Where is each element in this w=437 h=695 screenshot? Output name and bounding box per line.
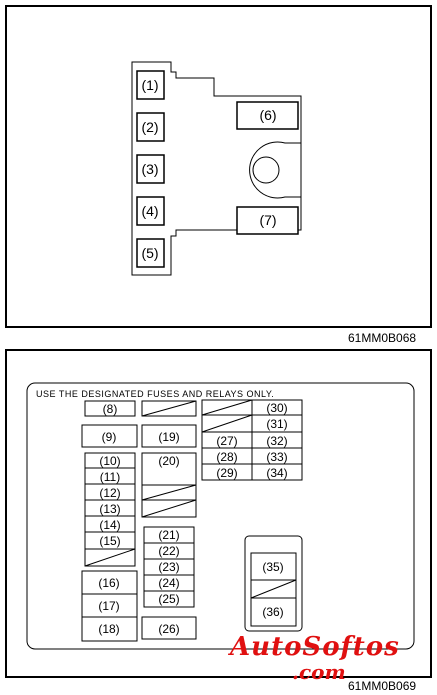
svg-text:(32): (32) — [266, 434, 287, 448]
fuse-5: (5) — [136, 238, 165, 268]
fuse-6: (6) — [236, 101, 299, 130]
svg-text:(2): (2) — [141, 119, 158, 135]
mounting-hole — [252, 156, 280, 184]
mounting-bracket — [249, 141, 301, 199]
svg-text:(22): (22) — [158, 544, 179, 558]
bottom-diagram-code: 61MM0B069 — [348, 679, 417, 693]
fuse-2: (2) — [136, 112, 165, 142]
fuse-4: (4) — [136, 196, 165, 226]
svg-text:(35): (35) — [262, 560, 283, 574]
svg-text:(13): (13) — [99, 502, 120, 516]
label-panel — [26, 382, 415, 650]
svg-text:(30): (30) — [266, 401, 287, 415]
top-diagram-code: 61MM0B068 — [348, 331, 417, 345]
svg-text:(11): (11) — [100, 470, 120, 484]
fuse-3: (3) — [136, 154, 165, 184]
top-fuse-box-diagram: (1) (2) (3) (4) (5) (6) (7) — [5, 5, 432, 328]
svg-text:(15): (15) — [99, 534, 120, 548]
watermark-text: AutoSoftos — [230, 632, 400, 662]
svg-text:(25): (25) — [158, 592, 179, 606]
svg-text:(17): (17) — [98, 599, 119, 613]
svg-text:(23): (23) — [158, 560, 179, 574]
svg-text:(7): (7) — [259, 212, 276, 228]
svg-text:(19): (19) — [158, 430, 179, 444]
fuse-1: (1) — [136, 70, 165, 100]
svg-text:(20): (20) — [158, 454, 179, 468]
fuse-column-30-34: (30) (31) (32) (33) (34) — [251, 399, 303, 481]
fuse-8: (8) — [84, 400, 136, 417]
svg-text:(8): (8) — [103, 402, 118, 416]
fuse-column-10-15: (10) (11) (12) (13) (14) (15) — [84, 452, 136, 567]
relay-35-36: (35) (36) — [244, 535, 303, 632]
svg-text:(3): (3) — [141, 161, 158, 177]
svg-text:(10): (10) — [99, 454, 120, 468]
fuse-column-27-29: (27) (28) (29) — [201, 399, 253, 481]
watermark-domain: .com — [292, 660, 346, 684]
fuse-26: (26) — [141, 616, 197, 640]
svg-text:(36): (36) — [262, 605, 283, 619]
svg-text:(26): (26) — [158, 622, 179, 636]
svg-text:(29): (29) — [216, 466, 237, 480]
svg-text:(18): (18) — [98, 622, 119, 636]
fuse-19: (19) — [141, 424, 197, 448]
fuse-box-housing — [131, 61, 302, 276]
fuse-9: (9) — [81, 424, 138, 448]
svg-text:(4): (4) — [141, 203, 158, 219]
svg-text:(14): (14) — [99, 518, 120, 532]
svg-text:(21): (21) — [158, 528, 179, 542]
svg-text:(33): (33) — [266, 450, 287, 464]
fuse-7: (7) — [236, 206, 299, 235]
fuse-column-21-25: (21) (22) (23) (24) (25) — [143, 526, 195, 608]
svg-text:(31): (31) — [266, 417, 287, 431]
svg-text:(9): (9) — [102, 430, 117, 444]
svg-text:(6): (6) — [259, 107, 276, 123]
svg-text:(1): (1) — [141, 77, 158, 93]
svg-text:(34): (34) — [266, 466, 287, 480]
svg-text:(12): (12) — [99, 486, 120, 500]
fuse-column-16-18: (16) (17) (18) — [81, 570, 138, 642]
svg-text:(16): (16) — [98, 576, 119, 590]
top-diagram-frame — [5, 5, 432, 328]
bottom-diagram-frame — [5, 349, 432, 678]
svg-text:(24): (24) — [158, 576, 179, 590]
relay-20: (20) — [141, 452, 197, 518]
spare-fuse-slot-a — [141, 400, 197, 417]
svg-text:(28): (28) — [216, 450, 237, 464]
svg-text:(5): (5) — [141, 245, 158, 261]
svg-text:(27): (27) — [216, 434, 237, 448]
notice-text: USE THE DESIGNATED FUSES AND RELAYS ONLY… — [36, 389, 274, 399]
